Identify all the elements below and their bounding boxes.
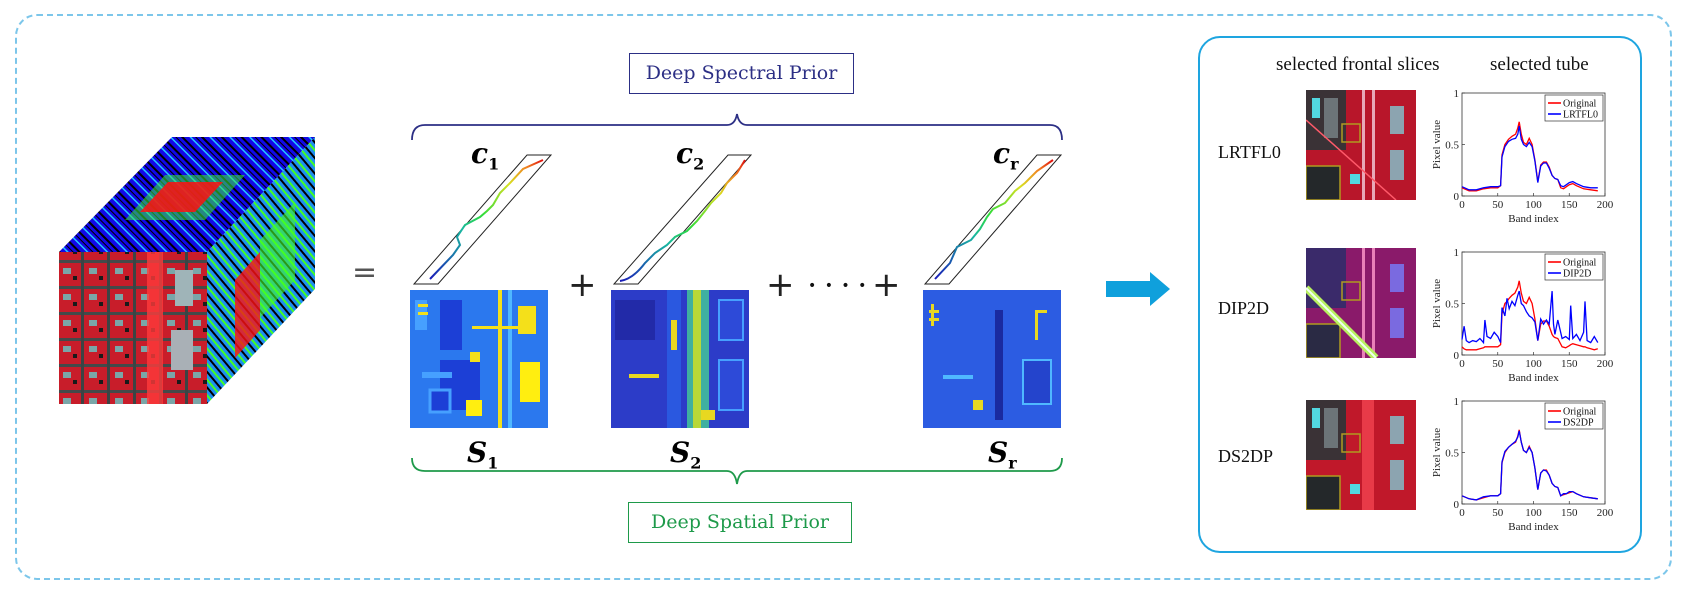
x-tick-label: 200 — [1597, 507, 1614, 519]
x-tick-label: 0 — [1459, 507, 1465, 519]
legend-box — [1544, 253, 1604, 281]
y-axis-label: Pixel value — [1431, 120, 1443, 169]
coef-label-cr: cr — [993, 137, 1019, 174]
y-tick-label: 1 — [1454, 247, 1460, 259]
coef-c1-curve — [412, 154, 553, 285]
cube-side-hotspot — [235, 252, 260, 358]
equals-sign: = — [352, 255, 378, 290]
spatial-brace — [411, 457, 1063, 485]
deep-spatial-prior-box: Deep Spatial Prior — [628, 502, 852, 543]
figure-frame — [15, 14, 1672, 580]
method-label: LRTFL0 — [1218, 142, 1281, 162]
spatial-label-sr: Sr — [988, 436, 1017, 473]
x-tick-label: 100 — [1525, 358, 1542, 370]
plus-sign: + — [872, 265, 901, 305]
coef-label-c1: c1 — [471, 137, 500, 174]
series-line-ds2dp — [1461, 430, 1598, 501]
frontal-slice-ds2dp — [1306, 400, 1416, 510]
column-header-frontal-slices: selected frontal slices — [1276, 54, 1440, 75]
series-line-dip2d — [1461, 290, 1599, 345]
spatial-map-s1 — [410, 290, 548, 428]
x-tick-label: 150 — [1561, 358, 1578, 370]
legend-entry: Original — [1563, 407, 1597, 418]
method-label: DIP2D — [1218, 298, 1270, 318]
x-tick-label: 50 — [1492, 358, 1504, 370]
x-tick-label: 200 — [1597, 358, 1614, 370]
x-tick-label: 0 — [1459, 358, 1465, 370]
cube-front-building — [175, 270, 193, 306]
hsi-cube — [59, 137, 315, 404]
plus-sign: + — [766, 265, 795, 305]
y-tick-label: 0.5 — [1445, 299, 1459, 311]
x-axis-label: Band index — [1508, 521, 1559, 533]
legend-entry: DIP2D — [1563, 269, 1591, 280]
frontal-slice-lrtfl0 — [1306, 90, 1416, 200]
deep-spectral-prior-box: Deep Spectral Prior — [629, 53, 854, 94]
y-tick-label: 0 — [1454, 191, 1460, 203]
y-tick-label: 1 — [1454, 396, 1460, 408]
method-label: DS2DP — [1218, 446, 1274, 466]
legend-box — [1544, 402, 1604, 430]
x-tick-label: 150 — [1561, 507, 1578, 519]
legend-entry: LRTFL0 — [1563, 110, 1598, 121]
y-axis-label: Pixel value — [1431, 428, 1443, 477]
x-tick-label: 50 — [1492, 199, 1504, 211]
spatial-label-s1: S1 — [467, 436, 499, 473]
spectral-coefficients — [412, 154, 1063, 285]
cube-side-green — [260, 202, 295, 318]
series-line-lrtfl0 — [1461, 125, 1598, 191]
legend-entry: Original — [1563, 258, 1597, 269]
y-axis-label: Pixel value — [1431, 279, 1443, 328]
x-tick-label: 200 — [1597, 199, 1614, 211]
coef-c2-curve — [612, 154, 753, 285]
y-tick-label: 0.5 — [1445, 140, 1459, 152]
spatial-map-sr — [923, 290, 1061, 428]
y-tick-label: 0.5 — [1445, 448, 1459, 460]
coef-label-c2: c2 — [676, 137, 705, 174]
plus-sign: + — [568, 265, 597, 305]
series-line-original — [1461, 280, 1598, 351]
x-tick-label: 150 — [1561, 199, 1578, 211]
x-axis-label: Band index — [1508, 372, 1559, 384]
legend-entry: Original — [1563, 99, 1597, 110]
legend-entry: DS2DP — [1563, 418, 1594, 429]
y-tick-label: 1 — [1454, 88, 1460, 100]
x-tick-label: 0 — [1459, 199, 1465, 211]
frontal-slice-dip2d — [1306, 248, 1416, 358]
cube-front-building — [171, 330, 193, 370]
x-tick-label: 50 — [1492, 507, 1504, 519]
spatial-map-s2 — [611, 290, 749, 428]
results-panel — [1198, 36, 1642, 553]
x-tick-label: 100 — [1525, 199, 1542, 211]
coef-cr-curve — [923, 154, 1063, 285]
spatial-label-s2: S2 — [670, 436, 702, 473]
spectral-brace — [411, 113, 1063, 141]
cube-front-road — [147, 252, 163, 404]
right-arrow-icon — [1106, 272, 1170, 306]
y-tick-label: 0 — [1454, 499, 1460, 511]
ellipsis-dots: • • • • — [808, 278, 869, 294]
column-header-selected-tube: selected tube — [1490, 54, 1589, 75]
y-tick-label: 0 — [1454, 350, 1460, 362]
x-axis-label: Band index — [1508, 213, 1559, 225]
x-tick-label: 100 — [1525, 507, 1542, 519]
legend-box — [1544, 94, 1604, 122]
cube-top-hotspot — [140, 182, 223, 212]
